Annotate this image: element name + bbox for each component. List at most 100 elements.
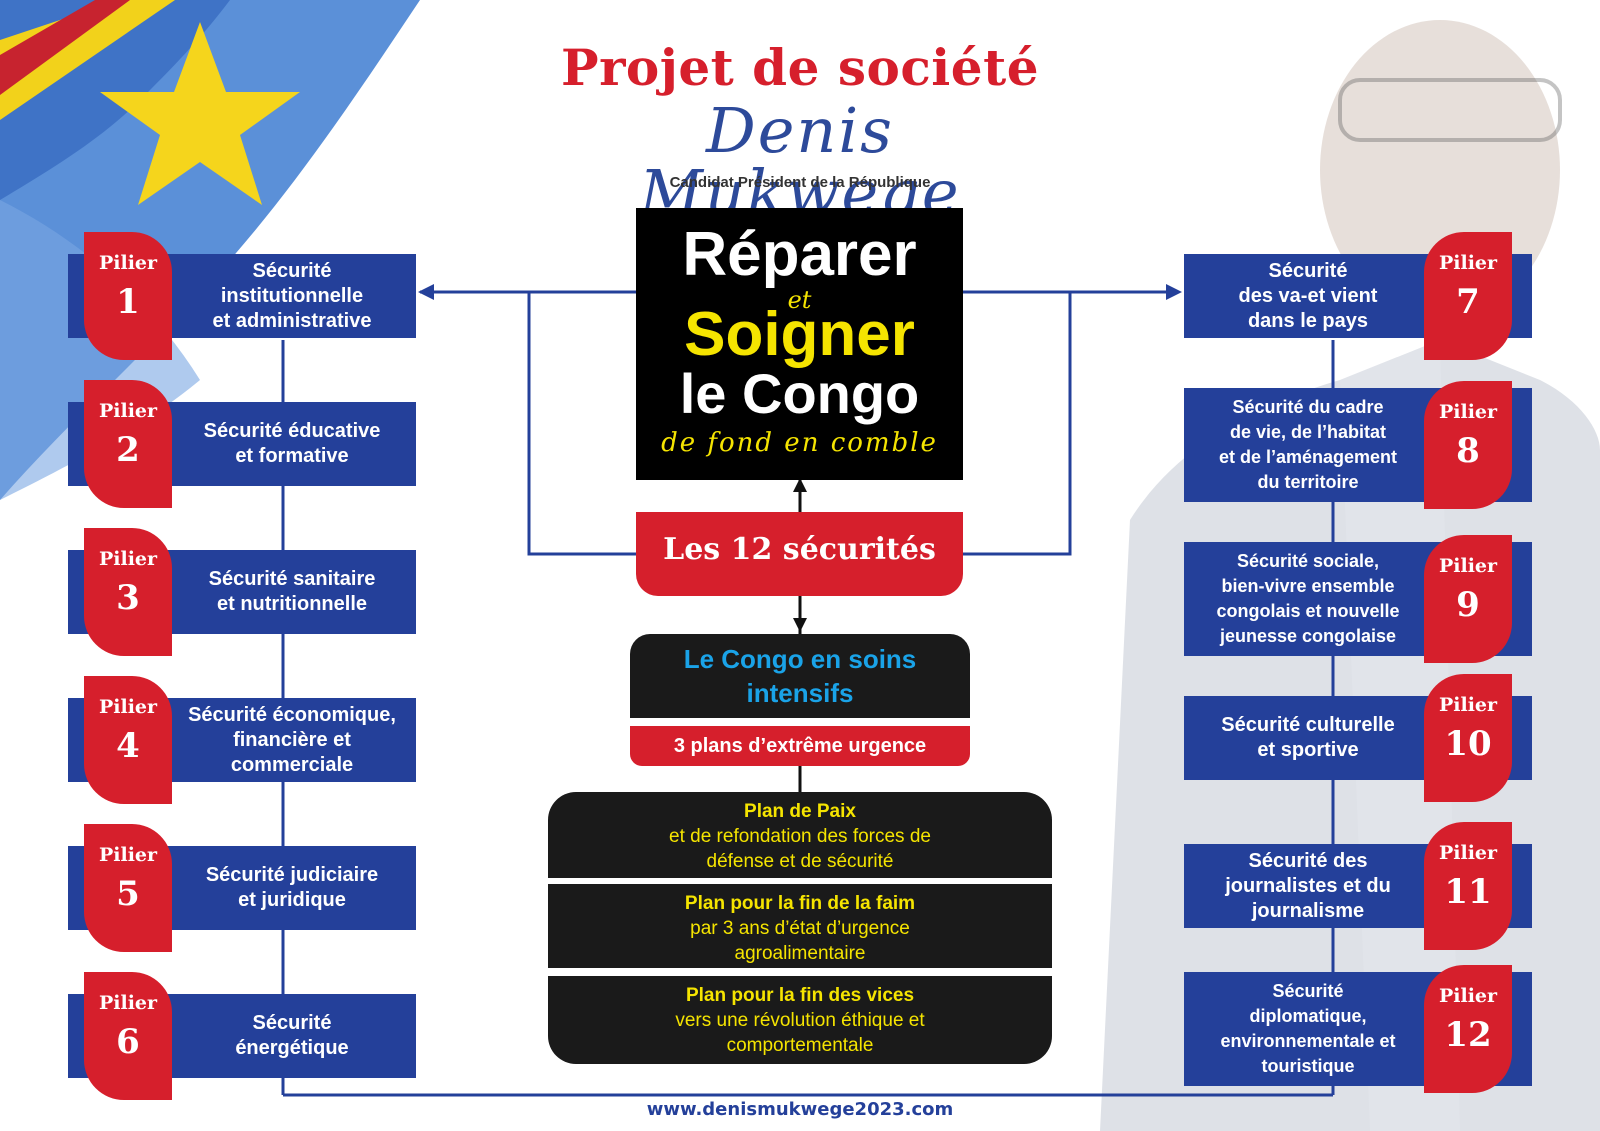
pillar-text-line: et juridique: [238, 889, 346, 911]
intensive-care-title: Le Congo en soins intensifs: [630, 634, 970, 718]
page-title: Projet de société: [560, 38, 1040, 97]
plan-title: Plan pour la fin des vices: [685, 985, 915, 1006]
pillar-number: 12: [1444, 1015, 1492, 1055]
pillar-text-line: et nutritionnelle: [217, 593, 367, 615]
pillar-text-line: Sécurité éducative: [203, 420, 381, 442]
candidate-subtitle: Candidat Président de la République: [669, 174, 931, 191]
intensive-title-line-1: Le Congo en soins: [683, 644, 917, 674]
pillar-word: Pilier: [98, 252, 158, 274]
plan-desc-line-2: défense et de sécurité: [706, 851, 894, 872]
pillar-number: 4: [116, 726, 140, 766]
pillar-8-badge: Pilier 8: [1424, 381, 1512, 509]
pillar-text-line: journalisme: [1251, 899, 1365, 922]
pillar-text-line: dans le pays: [1247, 309, 1369, 332]
pillar-text-line: Sécurité: [1272, 981, 1344, 1001]
pillar-number: 1: [116, 282, 140, 322]
pillar-12-badge: Pilier 12: [1424, 965, 1512, 1093]
candidate-signature: Denis Mukwege: [639, 94, 961, 229]
pillar-text-line: touristique: [1261, 1056, 1355, 1076]
pillar-number: 11: [1444, 872, 1492, 912]
plan-title: Plan pour la fin de la faim: [684, 893, 916, 914]
pillar-number: 6: [116, 1022, 140, 1062]
plan-desc-line-2: agroalimentaire: [734, 943, 866, 964]
pillar-6-text: Sécurité énergétique: [235, 1011, 348, 1061]
pillar-text-line: des va-et vient: [1238, 284, 1378, 307]
pillar-number: 9: [1456, 585, 1480, 625]
pillar-text-line: Sécurité culturelle: [1221, 714, 1395, 736]
pillar-text-line: du territoire: [1257, 472, 1359, 492]
pillar-3-text: Sécurité sanitaire et nutritionnelle: [209, 567, 376, 617]
pillar-text-line: Sécurité sociale,: [1236, 551, 1380, 571]
pillar-word: Pilier: [1438, 555, 1498, 577]
securities-label: Les 12 sécurités: [636, 512, 963, 596]
pillar-word: Pilier: [98, 992, 158, 1014]
hero-tagline: de fond en comble: [661, 428, 938, 458]
pillar-text-line: diplomatique,: [1249, 1006, 1367, 1026]
pillar-text-line: de vie, de l’habitat: [1229, 422, 1387, 442]
pillar-number: 2: [116, 430, 140, 470]
pillar-text-line: et de l’aménagement: [1218, 447, 1398, 467]
pillar-text-line: et sportive: [1257, 739, 1359, 761]
plan-title: Plan de Paix: [744, 801, 856, 822]
plan-peace: Plan de Paix et de refondation des force…: [548, 792, 1052, 878]
pillar-9-text: Sécurité sociale, bien-vivre ensemble cong…: [1216, 549, 1399, 649]
pillar-4-badge: Pilier 4: [84, 676, 172, 804]
plan-desc-line-1: par 3 ans d’état d’urgence: [690, 918, 910, 939]
pillar-text-line: Sécurité: [252, 1012, 332, 1034]
pillar-number: 3: [116, 578, 140, 618]
website-url[interactable]: www.denismukwege2023.com: [646, 1099, 954, 1120]
pillar-word: Pilier: [98, 400, 158, 422]
pillar-word: Pilier: [1438, 985, 1498, 1007]
hero-line-1: Réparer: [682, 220, 917, 289]
pillar-1-badge: Pilier 1: [84, 232, 172, 360]
pillar-text-line: énergétique: [235, 1037, 349, 1059]
pillar-word: Pilier: [98, 696, 158, 718]
pillar-10-text: Sécurité culturelle et sportive: [1221, 713, 1394, 763]
pillar-word: Pilier: [1438, 252, 1498, 274]
plan-desc-line-2: comportementale: [726, 1035, 874, 1056]
pillar-text-line: congolais et nouvelle: [1216, 601, 1400, 621]
pillar-number: 10: [1444, 724, 1492, 764]
pillar-text-line: Sécurité sanitaire: [208, 568, 376, 590]
intensive-title-line-2: intensifs: [746, 678, 854, 708]
hero-slogan-box: Réparer et Soigner le Congo de fond en c…: [636, 208, 963, 480]
hero-connector: et: [787, 286, 812, 314]
pillar-text-line: financière et: [233, 728, 351, 751]
pillar-12-text: Sécurité diplomatique, environnementale et…: [1220, 979, 1395, 1079]
pillar-3-badge: Pilier 3: [84, 528, 172, 656]
plan-desc-line-1: vers une révolution éthique et: [675, 1010, 925, 1031]
pillar-text-line: jeunesse congolaise: [1219, 626, 1397, 646]
pillar-number: 8: [1456, 431, 1480, 471]
hero-line-3: le Congo: [679, 362, 920, 425]
urgence-label: 3 plans d’extrême urgence: [630, 726, 970, 766]
pillar-text-line: environnementale et: [1220, 1031, 1396, 1051]
hero-line-2: Soigner: [684, 300, 915, 369]
pillar-word: Pilier: [1438, 842, 1498, 864]
pillar-5-badge: Pilier 5: [84, 824, 172, 952]
pillar-text-line: et administrative: [212, 309, 372, 332]
pillar-6-badge: Pilier 6: [84, 972, 172, 1100]
pillar-number: 5: [116, 874, 140, 914]
pillar-2-badge: Pilier 2: [84, 380, 172, 508]
plan-desc-line-1: et de refondation des forces de: [669, 826, 931, 847]
pillar-text-line: bien-vivre ensemble: [1221, 576, 1395, 596]
pillar-9-badge: Pilier 9: [1424, 535, 1512, 663]
pillar-text-line: institutionnelle: [220, 284, 364, 307]
pillar-word: Pilier: [98, 844, 158, 866]
pillar-word: Pilier: [1438, 401, 1498, 423]
pillar-text-line: Sécurité: [252, 259, 332, 282]
plan-end-vices: Plan pour la fin des vices vers une révo…: [548, 976, 1052, 1064]
pillar-text-line: commerciale: [230, 753, 354, 776]
plan-end-hunger: Plan pour la fin de la faim par 3 ans d’…: [548, 884, 1052, 968]
pillar-word: Pilier: [98, 548, 158, 570]
pillar-text-line: Sécurité des: [1248, 849, 1368, 872]
